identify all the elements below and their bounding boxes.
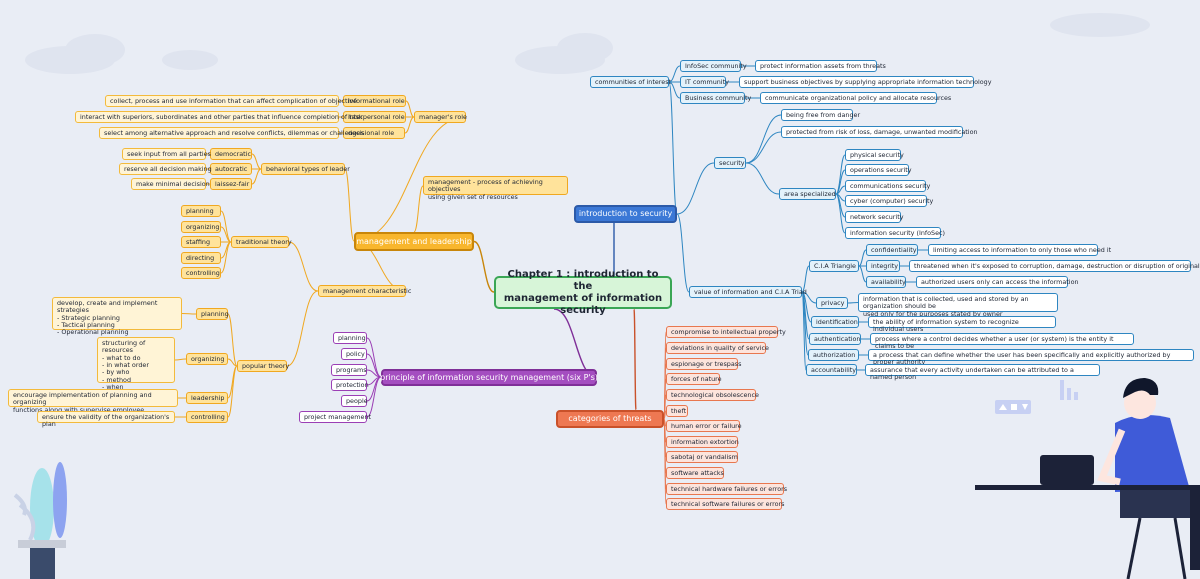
cia-2[interactable]: availability: [866, 276, 906, 288]
value-desc-3[interactable]: a process that can define whether the us…: [868, 349, 1194, 366]
central-topic[interactable]: Chapter 1 : introduction to the manageme…: [494, 269, 672, 316]
value-item-authentication[interactable]: authentication: [809, 333, 861, 345]
community-2[interactable]: Business community: [680, 92, 751, 104]
principle-4[interactable]: people: [341, 395, 368, 407]
area-5[interactable]: information security (InfoSec): [845, 227, 945, 239]
management-characteristic[interactable]: management characteristic: [318, 285, 411, 297]
role-desc-2[interactable]: select among alternative approach and re…: [99, 127, 364, 139]
threat-11[interactable]: technical software failures or errors: [666, 498, 784, 510]
cia-triangle[interactable]: C.I.A Triangle: [809, 260, 859, 272]
threat-2[interactable]: espionage or trespass: [666, 358, 741, 370]
threat-5[interactable]: theft: [666, 405, 688, 417]
threat-6[interactable]: human error or failure: [666, 420, 742, 432]
cia-desc-1[interactable]: threatened when it's exposed to corrupti…: [909, 260, 1200, 272]
community-desc-2[interactable]: communicate organizational policy and al…: [760, 92, 951, 104]
communities-of-interest[interactable]: communities of interest: [590, 76, 671, 88]
role-1[interactable]: interpersonal role: [343, 111, 406, 123]
leader-type-2[interactable]: laissez-fair: [210, 178, 252, 190]
value-item-identification[interactable]: identification: [811, 316, 859, 328]
threat-4[interactable]: technological obsolescence: [666, 389, 759, 401]
principle-5[interactable]: project management: [299, 411, 371, 423]
management-definition[interactable]: management - process of achieving object…: [423, 176, 568, 200]
leader-desc-1[interactable]: reserve all decision making: [119, 163, 212, 175]
community-0[interactable]: InfoSec community: [680, 60, 747, 72]
area-specialized[interactable]: area specialized: [779, 188, 836, 200]
leader-desc-0[interactable]: seek input from all parties: [122, 148, 211, 160]
role-desc-0[interactable]: collect, process and use information tha…: [105, 95, 357, 107]
popular-planning[interactable]: planning: [196, 308, 229, 320]
value-desc-4[interactable]: assurance that every activity undertaken…: [865, 364, 1100, 381]
main-topic-intro-security[interactable]: introduction to security: [574, 205, 677, 223]
popular-leadership[interactable]: leadership: [186, 392, 228, 404]
leader-type-0[interactable]: democratic: [210, 148, 252, 160]
community-desc-1[interactable]: support business objectives by supplying…: [739, 76, 992, 88]
traditional-planning[interactable]: planning: [181, 205, 221, 217]
value-item-authorization[interactable]: authorization: [808, 349, 859, 361]
plant-illustration: [13, 462, 67, 579]
traditional-theory[interactable]: traditional theory: [231, 236, 292, 248]
principle-3[interactable]: protection: [331, 379, 369, 391]
popular-theory[interactable]: popular theory: [237, 360, 289, 372]
value-of-information[interactable]: value of information and C.I.A Triad: [689, 286, 807, 298]
leader-type-1[interactable]: autocratic: [210, 163, 252, 175]
popular-organizing[interactable]: organizing: [186, 353, 228, 365]
popular-desc-3[interactable]: ensure the validity of the organization'…: [37, 411, 175, 428]
role-2[interactable]: decisional role: [343, 127, 405, 139]
role-desc-1[interactable]: interact with superiors, subordinates an…: [75, 111, 363, 123]
value-item-accountability[interactable]: accountability: [806, 364, 857, 376]
main-topic-threats[interactable]: categories of threats: [556, 410, 664, 428]
traditional-staffing[interactable]: staffing: [181, 236, 221, 248]
security[interactable]: security: [714, 157, 746, 169]
area-3[interactable]: cyber (computer) security: [845, 195, 933, 207]
threat-8[interactable]: sabotaj or vandalism: [666, 451, 738, 463]
principle-0[interactable]: planning: [333, 332, 367, 344]
popular-desc-2[interactable]: encourage implementation of planning and…: [8, 389, 178, 413]
traditional-directing[interactable]: directing: [181, 252, 221, 264]
popular-controlling[interactable]: controlling: [186, 411, 228, 423]
area-4[interactable]: network security: [845, 211, 904, 223]
community-desc-0[interactable]: protect information assets from threats: [755, 60, 886, 72]
threat-9[interactable]: software attacks: [666, 467, 724, 479]
traditional-controlling[interactable]: controlling: [181, 267, 221, 279]
value-item-privacy[interactable]: privacy: [816, 297, 848, 309]
floating-ui-icons: [995, 380, 1078, 414]
main-topic-principles[interactable]: principle of information security manage…: [380, 369, 598, 386]
area-2[interactable]: communications security: [845, 180, 930, 192]
threat-0[interactable]: compromise to intellectual property: [666, 326, 786, 338]
area-1[interactable]: operations security: [845, 164, 912, 176]
leader-desc-2[interactable]: make minimal decision: [131, 178, 210, 190]
traditional-organizing[interactable]: organizing: [181, 221, 221, 233]
community-1[interactable]: IT community: [680, 76, 729, 88]
behavioral-types[interactable]: behavioral types of leader: [261, 163, 350, 175]
cia-desc-0[interactable]: limiting access to information to only t…: [928, 244, 1111, 256]
threat-3[interactable]: forces of nature: [666, 373, 722, 385]
threat-10[interactable]: technical hardware failures or errors: [666, 483, 787, 495]
popular-desc-1[interactable]: structuring of resources - what to do - …: [97, 337, 175, 391]
principle-2[interactable]: programs: [331, 364, 367, 376]
managers-role[interactable]: manager's role: [414, 111, 467, 123]
threat-7[interactable]: information extortion: [666, 436, 739, 448]
cia-desc-2[interactable]: authorized users only can access the inf…: [916, 276, 1079, 288]
threat-1[interactable]: deviations in quality of service: [666, 342, 769, 354]
role-0[interactable]: informational role: [343, 95, 406, 107]
value-desc-2[interactable]: process where a control decides whether …: [870, 333, 1134, 350]
main-topic-management[interactable]: management and leadership: [354, 232, 474, 251]
area-0[interactable]: physical security: [845, 149, 904, 161]
principle-1[interactable]: policy: [341, 348, 367, 360]
cia-0[interactable]: confidentiality: [866, 244, 918, 256]
value-desc-1[interactable]: the ability of information system to rec…: [868, 316, 1056, 333]
person-illustration: [975, 378, 1200, 579]
security-def-0[interactable]: being free from danger: [781, 109, 860, 121]
popular-desc-0[interactable]: develop, create and implement strategies…: [52, 297, 182, 336]
value-desc-0[interactable]: information that is collected, used and …: [858, 293, 1058, 317]
cia-1[interactable]: integrity: [866, 260, 900, 272]
security-def-1[interactable]: protected from risk of loss, damage, unw…: [781, 126, 978, 138]
